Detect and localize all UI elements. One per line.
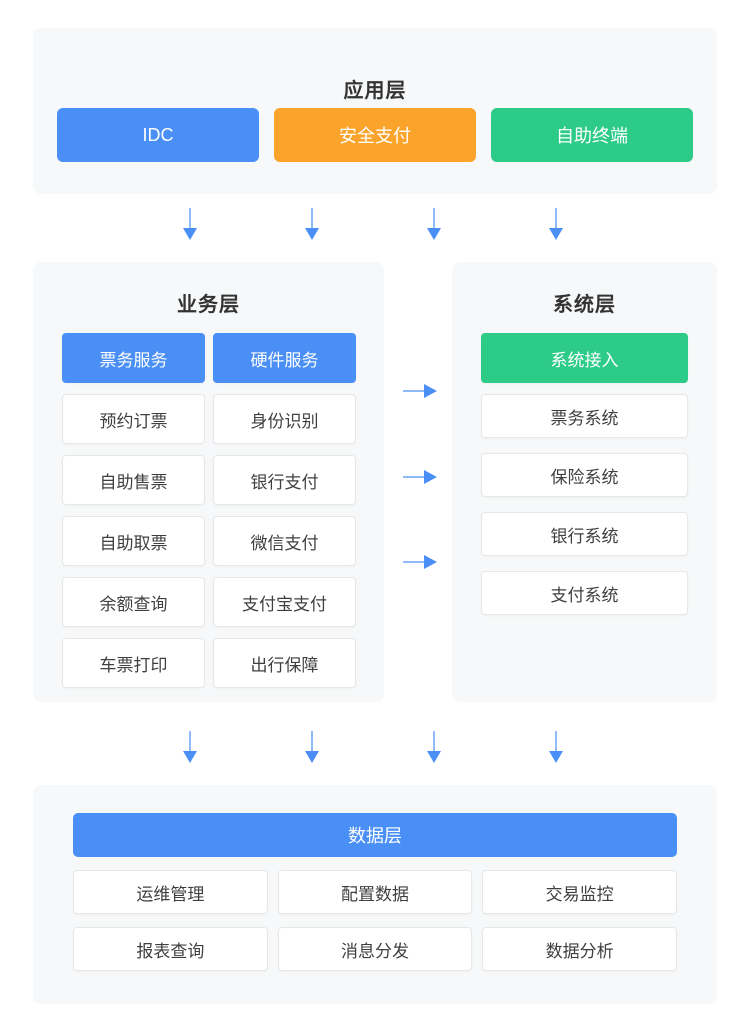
- node-reservation-booking: 预约订票: [62, 394, 205, 444]
- node-report-query: 报表查询: [73, 927, 268, 971]
- node-message-distribution: 消息分发: [277, 927, 473, 971]
- node-hardware-service: 硬件服务: [213, 333, 356, 383]
- node-ops-management: 运维管理: [73, 870, 268, 914]
- right-arrow-icon: [403, 555, 437, 569]
- application-layer-panel: 应用层 IDC 安全支付 自助终端: [33, 28, 717, 194]
- node-bank-system: 银行系统: [481, 512, 688, 556]
- node-identity-recognition: 身份识别: [213, 394, 356, 444]
- node-wechat-payment: 微信支付: [213, 516, 356, 566]
- node-insurance-system: 保险系统: [481, 453, 688, 497]
- node-idc: IDC: [57, 108, 259, 162]
- node-ticketing-system: 票务系统: [481, 394, 688, 438]
- business-layer-panel: 业务层 票务服务 硬件服务 预约订票 身份识别 自助售票 银行支付 自助取票 微…: [33, 262, 384, 702]
- down-arrow-icon: [427, 208, 441, 240]
- node-ticket-printing: 车票打印: [62, 638, 205, 688]
- application-layer-nodes: IDC 安全支付 自助终端: [57, 108, 693, 162]
- node-data-analysis: 数据分析: [482, 927, 678, 971]
- node-bank-payment: 银行支付: [213, 455, 356, 505]
- application-layer-title: 应用层: [343, 80, 407, 102]
- node-system-access: 系统接入: [481, 333, 688, 383]
- data-layer-row: 报表查询 消息分发 数据分析: [73, 927, 678, 971]
- node-config-data: 配置数据: [277, 870, 473, 914]
- node-self-ticket-pickup: 自助取票: [62, 516, 205, 566]
- data-layer-row: 运维管理 配置数据 交易监控: [73, 870, 678, 914]
- node-ticket-service: 票务服务: [62, 333, 205, 383]
- node-self-ticket-sale: 自助售票: [62, 455, 205, 505]
- node-self-service-terminal: 自助终端: [491, 108, 693, 162]
- down-arrow-icon: [183, 731, 197, 763]
- node-transaction-monitoring: 交易监控: [482, 870, 678, 914]
- down-arrow-icon: [549, 208, 563, 240]
- right-arrow-icon: [403, 470, 437, 484]
- node-travel-protection: 出行保障: [213, 638, 356, 688]
- node-alipay-payment: 支付宝支付: [213, 577, 356, 627]
- node-balance-inquiry: 余额查询: [62, 577, 205, 627]
- node-secure-payment: 安全支付: [274, 108, 476, 162]
- down-arrow-icon: [427, 731, 441, 763]
- node-payment-system: 支付系统: [481, 571, 688, 615]
- down-arrow-icon: [183, 208, 197, 240]
- system-layer-panel: 系统层 系统接入 票务系统 保险系统 银行系统 支付系统: [452, 262, 717, 702]
- right-arrow-icon: [403, 384, 437, 398]
- business-layer-title: 业务层: [177, 294, 240, 316]
- data-layer-panel: 数据层 运维管理 配置数据 交易监控 报表查询 消息分发 数据分析: [33, 785, 717, 1004]
- down-arrow-icon: [549, 731, 563, 763]
- down-arrow-icon: [305, 208, 319, 240]
- data-layer-banner: 数据层: [73, 813, 677, 857]
- system-layer-title: 系统层: [553, 294, 616, 316]
- down-arrow-icon: [305, 731, 319, 763]
